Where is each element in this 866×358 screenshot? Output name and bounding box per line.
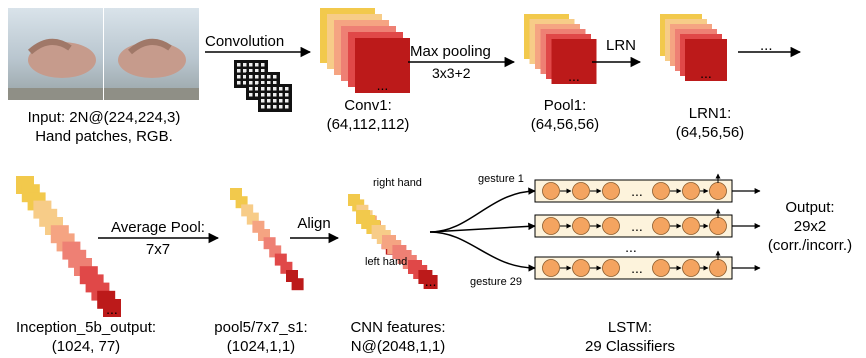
feature-map [551,39,597,84]
pool5-name: pool5/7x7_s1: [214,319,308,336]
output-label: Output: 29x2 (corr./incorr.) [760,198,860,255]
lstm-cell [602,182,620,200]
pool1-label: Pool1: (64,56,56) [520,96,610,134]
maxpool-label: Max pooling [410,43,491,60]
cnn-left-features: ... [356,210,438,289]
lstm-row-gesture-1: ... [534,173,761,203]
input-shape: Input: 2N@(224,224,3) [27,109,181,126]
pool1-name: Pool1: [543,97,587,114]
input-description: Hand patches, RGB. [35,128,173,145]
lrn1-label: LRN1: (64,56,56) [665,104,755,142]
lstm-cell [652,217,670,235]
lstm-cell [652,182,670,200]
lstm-ellipsis: ... [631,218,643,234]
lstm-ellipsis: ... [631,260,643,276]
gesture-29-label: gesture 29 [470,276,522,288]
maxpool-size: 3x3+2 [432,65,471,81]
stack-ellipsis: ... [568,68,580,84]
lstm-cell [572,182,590,200]
cnn-shape: N@(2048,1,1) [350,338,446,355]
inception-name: Inception_5b_output: [15,319,157,336]
pool5-label: pool5/7x7_s1: (1024,1,1) [206,318,316,356]
stack-ellipsis: ... [377,77,389,93]
feature-map [423,275,438,289]
lstm-row-gesture-2: ... [534,208,761,238]
ellipsis-label: ... [760,37,773,54]
lrn1-shape: (64,56,56) [675,124,745,141]
stack-ellipsis: ... [425,273,437,289]
lstm-cell [542,259,560,277]
output-title: Output: [785,199,835,216]
lstm-cell [542,182,560,200]
lstm-cell [602,217,620,235]
output-shape: 29x2 [793,218,827,235]
feature-map [685,39,727,81]
cnn-label: CNN features: N@(2048,1,1) [338,318,458,356]
feature-map [291,278,304,291]
lrn1-name: LRN1: [688,105,732,122]
lstm-cell [709,259,727,277]
pool1-shape: (64,56,56) [530,116,600,133]
convolution-label: Convolution [205,33,285,50]
lstm-rows-ellipsis: ... [625,239,637,255]
gesture-1-label: gesture 1 [478,173,524,185]
feature-map [246,212,259,225]
right-hand-label: right hand [373,177,422,189]
lrn1-feature-maps: ... [660,14,727,81]
lstm-cell [709,217,727,235]
align-label: Align [297,215,331,232]
inception-feature-maps: ... [16,176,121,317]
feature-map [103,299,121,317]
pool5-feature-maps [230,188,304,291]
inception-shape: (1024, 77) [51,338,121,355]
pool1-feature-maps: ... [524,14,597,84]
lstm-cell [682,182,700,200]
lstm-cell [652,259,670,277]
stack-ellipsis: ... [106,301,118,317]
feature-map [355,38,410,93]
lstm-cell [709,182,727,200]
lstm-ellipsis: ... [631,183,643,199]
pool5-shape: (1024,1,1) [226,338,296,355]
conv1-shape: (64,112,112) [326,116,410,133]
avgpool-label: Average Pool: [111,219,205,236]
lstm-cell [572,217,590,235]
convolution-filter-icons [234,60,292,112]
fanout-arrows [429,187,536,272]
cnn-name: CNN features: [350,319,446,336]
lstm-description: 29 Classifiers [584,338,676,355]
lstm-cell [542,217,560,235]
stack-ellipsis: ... [700,65,712,81]
avgpool-size: 7x7 [145,241,171,258]
input-label: Input: 2N@(224,224,3) Hand patches, RGB. [8,108,200,146]
lstm-name: LSTM: [607,319,653,336]
input-hand-photos [8,8,199,100]
left-hand-label: left hand [365,256,408,268]
lstm-cell [602,259,620,277]
conv1-name: Conv1: [344,97,392,114]
conv1-feature-maps: ... [320,8,410,93]
lrn-label: LRN [606,37,637,54]
conv1-label: Conv1: (64,112,112) [318,96,418,134]
lstm-label: LSTM: 29 Classifiers [570,318,690,356]
inception-label: Inception_5b_output: (1024, 77) [0,318,172,356]
lstm-cell [572,259,590,277]
output-description: (corr./incorr.) [767,237,853,254]
lstm-row-gesture-29: ... [534,250,761,280]
lstm-cell [682,259,700,277]
lstm-cell [682,217,700,235]
